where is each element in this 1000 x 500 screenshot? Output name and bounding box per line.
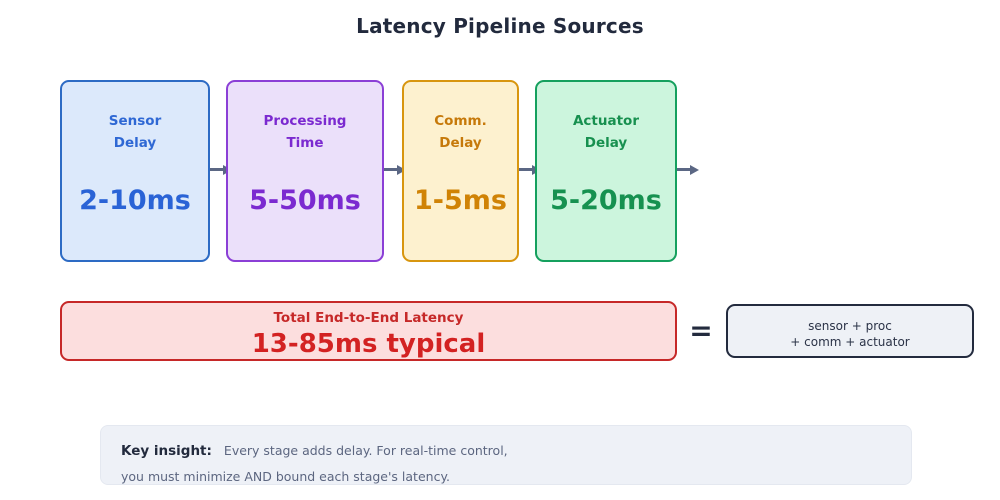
stage-label-line2: Time (286, 135, 324, 151)
stage-box-processing-time: Processing Time 5-50ms (226, 80, 384, 262)
stage-label-line2: Delay (113, 135, 157, 151)
key-insight-line1: Every stage adds delay. For real-time co… (223, 443, 508, 458)
total-latency-value: 13-85ms typical (251, 329, 486, 359)
equals-sign-icon: = (689, 314, 713, 347)
key-insight-box: Key insight: Every stage adds delay. For … (100, 425, 912, 485)
arrow-right-icon-4 (677, 165, 699, 175)
arrow-right-icon-2 (384, 165, 406, 175)
key-insight-lead: Key insight: (121, 443, 212, 459)
formula-box: sensor + proc + comm + actuator (726, 304, 974, 358)
stage-label-line2: Delay (584, 135, 628, 151)
arrow-shaft (384, 168, 398, 171)
stage-box-sensor-delay: Sensor Delay 2-10ms (60, 80, 210, 262)
arrow-head (690, 165, 699, 175)
stage-label-line1: Processing (263, 113, 347, 129)
stage-label-comm-delay: Comm. Delay (404, 110, 517, 154)
arrow-head (397, 165, 406, 175)
formula-line2: + comm + actuator (790, 335, 910, 349)
arrow-shaft (210, 168, 224, 171)
stage-label-actuator-delay: Actuator Delay (537, 110, 675, 154)
total-latency-box: Total End-to-End Latency 13-85ms typical (60, 301, 677, 361)
formula-text: sensor + proc + comm + actuator (728, 318, 972, 350)
stage-label-line1: Actuator (572, 113, 639, 129)
stage-box-comm-delay: Comm. Delay 1-5ms (402, 80, 519, 262)
stage-value-sensor-delay: 2-10ms (79, 185, 191, 216)
arrow-shaft (677, 168, 691, 171)
arrow-shaft (519, 168, 533, 171)
page-title: Latency Pipeline Sources (356, 14, 644, 38)
stage-label-processing-time: Processing Time (228, 110, 382, 154)
stage-value-processing-time: 5-50ms (249, 185, 361, 216)
key-insight-line2: you must minimize AND bound each stage's… (121, 469, 451, 484)
stage-value-actuator-delay: 5-20ms (550, 185, 662, 216)
key-insight-text: Key insight: Every stage adds delay. For … (121, 438, 893, 489)
formula-line1: sensor + proc (808, 319, 892, 333)
stage-label-sensor-delay: Sensor Delay (62, 110, 208, 154)
stage-label-line1: Sensor (108, 113, 162, 129)
total-latency-label: Total End-to-End Latency (273, 310, 464, 326)
stage-value-comm-delay: 1-5ms (414, 185, 507, 216)
stage-label-line2: Delay (439, 135, 482, 151)
stage-label-line1: Comm. (434, 113, 487, 129)
stage-box-actuator-delay: Actuator Delay 5-20ms (535, 80, 677, 262)
